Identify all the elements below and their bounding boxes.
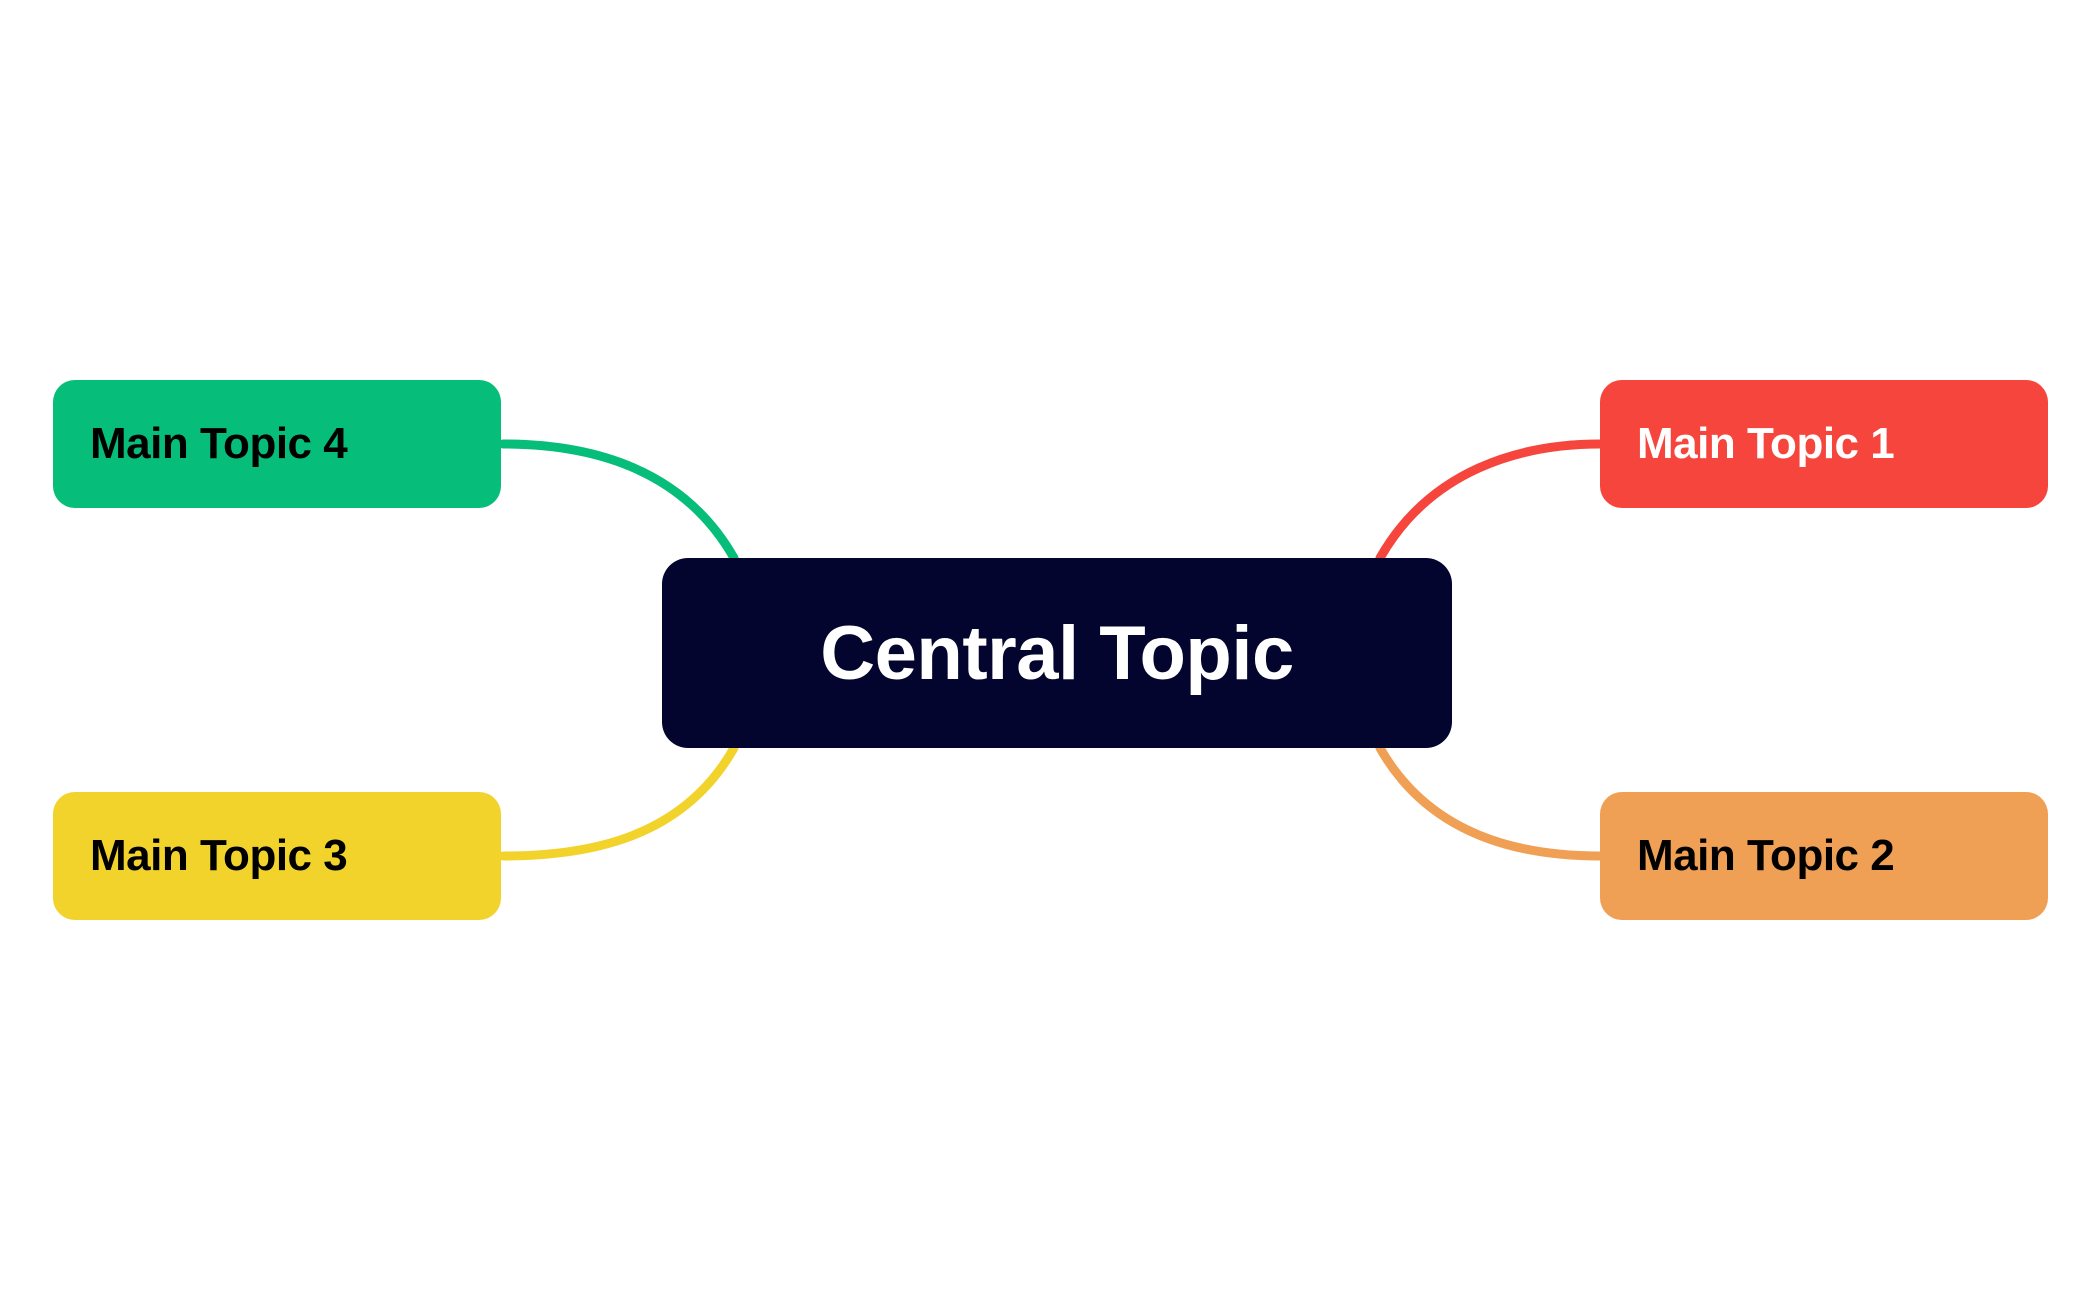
central-topic-label: Central Topic bbox=[820, 610, 1294, 696]
main-topic-2-node[interactable]: Main Topic 2 bbox=[1600, 792, 2048, 920]
connector-central-to-topic4 bbox=[498, 439, 739, 563]
main-topic-4-label: Main Topic 4 bbox=[90, 419, 348, 468]
main-topic-3-node[interactable]: Main Topic 3 bbox=[53, 792, 501, 920]
central-topic-node[interactable]: Central Topic bbox=[662, 558, 1452, 748]
main-topic-2-label: Main Topic 2 bbox=[1637, 831, 1895, 880]
connector-central-to-topic3 bbox=[498, 743, 739, 861]
main-topic-1-node[interactable]: Main Topic 1 bbox=[1600, 380, 2048, 508]
main-topic-3-label: Main Topic 3 bbox=[90, 831, 348, 880]
connector-central-to-topic2 bbox=[1375, 743, 1605, 861]
main-topic-4-node[interactable]: Main Topic 4 bbox=[53, 380, 501, 508]
connector-central-to-topic1 bbox=[1375, 439, 1605, 563]
main-topic-1-label: Main Topic 1 bbox=[1637, 419, 1895, 468]
